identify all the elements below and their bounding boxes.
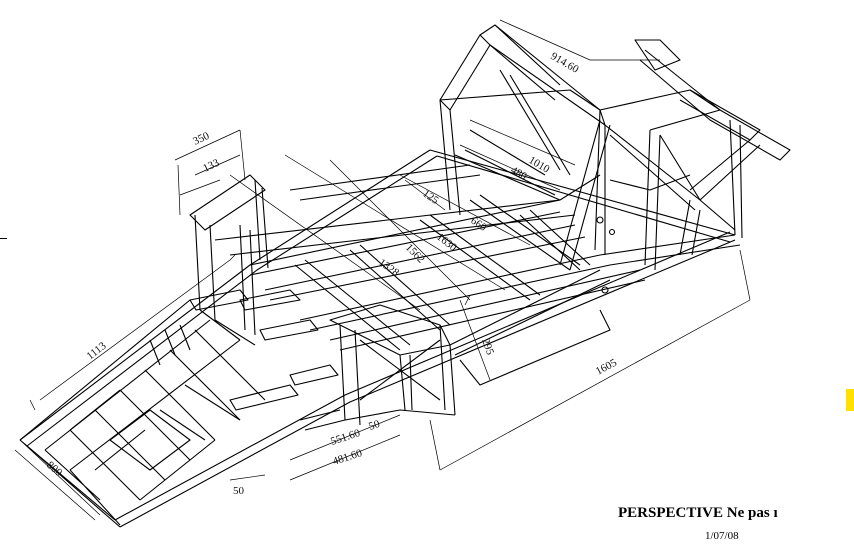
dim-label: 1113 <box>84 340 108 363</box>
edge-tick-mark <box>0 238 7 239</box>
highlight-marker <box>846 389 854 411</box>
dim-label: 50 <box>233 485 245 497</box>
dim-label: 350 <box>191 130 211 148</box>
dim-label: 50 <box>367 418 382 433</box>
dim-label: 481.60 <box>331 447 364 468</box>
chassis-frame <box>19 24 791 528</box>
drawing-date: 1/07/08 <box>705 530 739 542</box>
dim-label: 1605 <box>594 356 619 377</box>
dimension-lines <box>14 19 751 521</box>
dim-label: 551.60 <box>329 427 362 448</box>
dim-label: 125 <box>420 188 441 208</box>
dim-label: 1630 <box>434 231 459 254</box>
dim-label: 1010 <box>527 154 552 176</box>
drawing-title: PERSPECTIVE Ne pas ı <box>618 505 778 521</box>
dimension-labels: 914.60 350 133 1010 480 125 660 1630 156… <box>44 50 619 497</box>
dim-label: 295 <box>479 337 496 357</box>
dim-label: 660 <box>468 215 489 235</box>
dim-label: 133 <box>201 157 221 175</box>
dim-label: 1562 <box>403 242 427 266</box>
